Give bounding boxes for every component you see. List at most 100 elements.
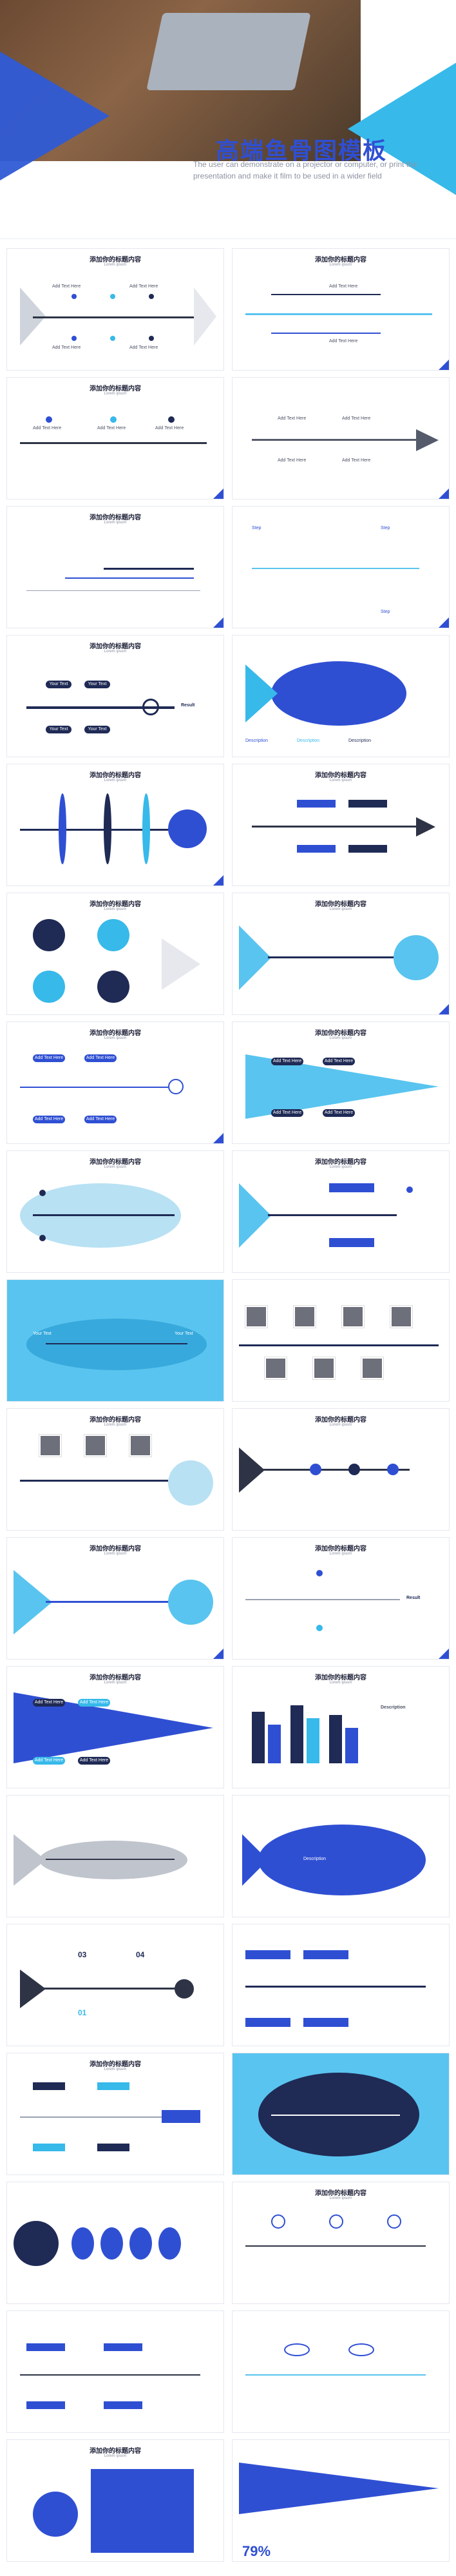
cover-slide[interactable]: 高端鱼骨图模板 The user can demonstrate on a pr… [0,0,456,239]
result-label: Result [181,703,195,708]
slide-1[interactable]: 添加你的标题内容 Lorem ipsum Add Text Here Add T… [6,248,224,371]
fish-head [168,1580,213,1625]
slide-33[interactable] [6,2310,224,2433]
fish-spine [20,2374,200,2376]
slide-20[interactable]: 添加你的标题内容 Lorem ipsum [232,1408,450,1531]
slide-2[interactable]: 添加你的标题内容 Lorem ipsum Add Text Here Add T… [232,248,450,371]
category-bar [245,1950,290,1959]
slide-35[interactable]: 添加你的标题内容 Lorem ipsum [6,2439,224,2562]
slide-14[interactable]: 添加你的标题内容 Lorem ipsum Add Text Here Add T… [232,1022,450,1144]
description-bar [104,2401,142,2409]
fish-silhouette [39,1841,187,1879]
category-pill: Your Text [46,726,71,733]
slide-subtitle: Lorem ipsum [104,1552,127,1556]
slide-7[interactable]: 添加你的标题内容 Lorem ipsum Result Your Text Yo… [6,635,224,757]
slide-11[interactable]: 添加你的标题内容 Lorem ipsum [6,893,224,1015]
result-label: Result [406,1596,421,1600]
slide-subtitle: Lorem ipsum [104,1423,127,1427]
slide-16[interactable]: 添加你的标题内容 Lorem ipsum [232,1150,450,1273]
category-bar [303,2018,348,2027]
slide-title: 添加你的标题内容 [315,1417,366,1424]
slide-23[interactable]: 添加你的标题内容 Lorem ipsum Add Text Here Add T… [6,1666,224,1788]
arrow-head [416,817,435,837]
laptop-image [146,13,311,90]
add-text-label: Add Text Here [342,458,371,463]
fish-spine [245,313,432,315]
add-text-label: Add Text Here [129,284,158,289]
fish-body [258,1825,426,1895]
description-label: Description [297,739,320,743]
fish-spine [33,1214,175,1216]
slide-subtitle: Lorem ipsum [329,779,352,782]
corner-decoration [213,875,223,886]
node-circle [316,1570,323,1576]
category-pill: Add Text Here [33,1757,65,1765]
slide-32[interactable]: 添加你的标题内容 Lorem ipsum [232,2182,450,2304]
slide-12[interactable]: 添加你的标题内容 Lorem ipsum [232,893,450,1015]
fish-tail [14,1834,46,1886]
result-box [162,2110,200,2123]
fin-shape [100,2227,123,2260]
fish-head [394,935,439,980]
slide-title: 添加你的标题内容 [315,1159,366,1166]
slide-title: 添加你的标题内容 [90,1545,141,1553]
head-circle [142,699,159,715]
slide-9[interactable]: 添加你的标题内容 Lorem ipsum [6,764,224,886]
slide-22[interactable]: 添加你的标题内容 Lorem ipsum Result [232,1537,450,1660]
slide-3[interactable]: 添加你的标题内容 Lorem ipsum Add Text Here Add T… [6,377,224,499]
node-circle [316,1625,323,1631]
cover-subtitle: The user can demonstrate on a projector … [193,160,417,180]
slide-36[interactable]: 79% [232,2439,450,2562]
slide-title: 添加你的标题内容 [315,257,366,264]
category-bar [33,2144,65,2151]
slide-17[interactable]: Your Text Your Text [6,1279,224,1402]
node-circle [39,1190,46,1196]
slide-8[interactable]: Description Description Description [232,635,450,757]
slide-34[interactable] [232,2310,450,2433]
branch-line [65,577,194,579]
slide-15[interactable]: 添加你的标题内容 Lorem ipsum [6,1150,224,1273]
slide-21[interactable]: 添加你的标题内容 Lorem ipsum [6,1537,224,1660]
slide-29[interactable]: 添加你的标题内容 Lorem ipsum [6,2053,224,2175]
slide-subtitle: Lorem ipsum [104,1165,127,1169]
fish-spine [46,1859,175,1860]
slide-6[interactable]: Step Step Step [232,506,450,628]
fin-shape [129,2227,152,2260]
team-photo [245,1306,267,1328]
description-label: Description [245,739,269,743]
fish-spine [245,1599,400,1600]
shark-silhouette [26,1319,207,1370]
slide-31[interactable] [6,2182,224,2304]
add-text-label: Add Text Here [278,458,307,463]
text-box [297,845,336,853]
corner-decoration [213,1649,223,1659]
info-circle [97,971,129,1003]
slide-24[interactable]: 添加你的标题内容 Lorem ipsum Description [232,1666,450,1788]
slide-10[interactable]: 添加你的标题内容 Lorem ipsum [232,764,450,886]
category-pill: Your Text [46,681,71,688]
fin-shape [71,2227,94,2260]
slide-25[interactable] [6,1795,224,1917]
fish-spine [252,439,419,441]
slide-subtitle: Lorem ipsum [104,392,127,396]
slide-18[interactable] [232,1279,450,1402]
chart-bar [307,1718,319,1763]
arrow-shape [162,938,200,990]
category-pill: Add Text Here [84,1116,117,1123]
slide-4[interactable]: Add Text Here Add Text Here Add Text Her… [232,377,450,499]
slide-27[interactable]: 03 04 01 [6,1924,224,2046]
category-pill: Add Text Here [323,1058,355,1065]
slide-28[interactable] [232,1924,450,2046]
category-bar [97,2144,129,2151]
fish-spine [261,1469,410,1471]
slide-title: 添加你的标题内容 [315,772,366,779]
slide-30[interactable] [232,2053,450,2175]
add-text-label: Add Text Here [129,345,158,350]
slide-13[interactable]: 添加你的标题内容 Lorem ipsum Add Text Here Add T… [6,1022,224,1144]
slide-19[interactable]: 添加你的标题内容 Lorem ipsum [6,1408,224,1531]
slide-26[interactable]: Description [232,1795,450,1917]
head-circle [168,1079,184,1094]
text-box [329,1238,374,1247]
slide-5[interactable]: 添加你的标题内容 Lorem ipsum [6,506,224,628]
add-text-label: Add Text Here [52,284,81,289]
